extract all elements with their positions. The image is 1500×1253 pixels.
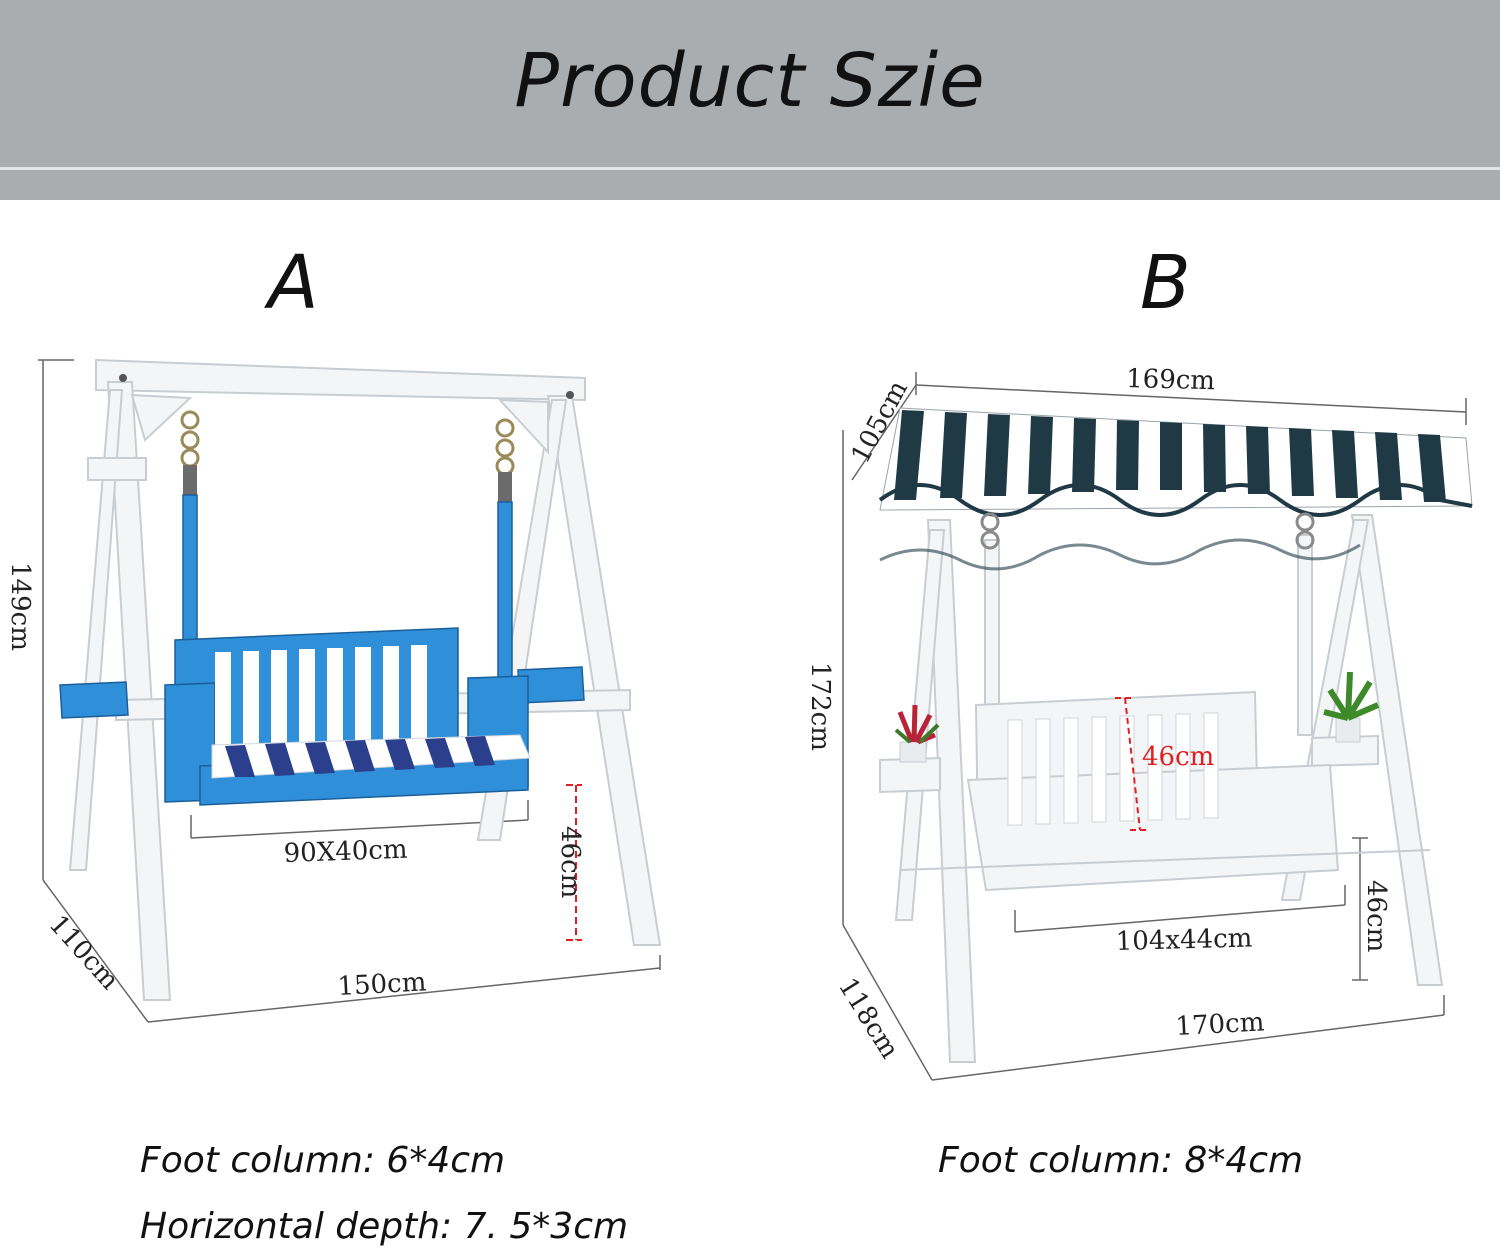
dim-a-seat: 90X40cm <box>283 835 408 869</box>
dim-b-width: 170cm <box>1175 1007 1265 1042</box>
swing-a: 149cm 110cm 150cm 90X40cm 46cm <box>5 358 662 1023</box>
product-b-label: B <box>1140 240 1191 326</box>
header-banner <box>0 0 1500 200</box>
dim-a-depth: 110cm <box>43 910 125 996</box>
swing-b: 169cm 105cm 172cm 118cm 170cm 104x44cm 4… <box>805 364 1473 1081</box>
dim-a-seat-height: 46cm <box>555 826 585 898</box>
header-divider <box>0 167 1500 170</box>
dim-a-height: 149cm <box>5 562 35 651</box>
dim-b-backrest: 46cm <box>1142 742 1214 772</box>
spec-a-foot-column: Foot column: 6*4cm <box>140 1140 506 1181</box>
dim-b-seat-height: 46cm <box>1361 880 1391 952</box>
spec-a-horizontal-depth: Horizontal depth: 7. 5*3cm <box>140 1206 629 1247</box>
dim-a-width: 150cm <box>337 967 427 1002</box>
plant-left-icon <box>894 704 940 763</box>
product-a-label: A <box>268 240 319 326</box>
dim-b-seat: 104x44cm <box>1115 923 1252 957</box>
dim-b-height: 172cm <box>805 662 835 751</box>
plant-right-icon <box>1323 671 1380 743</box>
spec-b-foot-column: Foot column: 8*4cm <box>938 1140 1304 1181</box>
dim-b-canopy-width: 169cm <box>1126 364 1216 396</box>
page-title: Product Szie <box>514 38 986 124</box>
dim-b-depth: 118cm <box>832 973 905 1064</box>
